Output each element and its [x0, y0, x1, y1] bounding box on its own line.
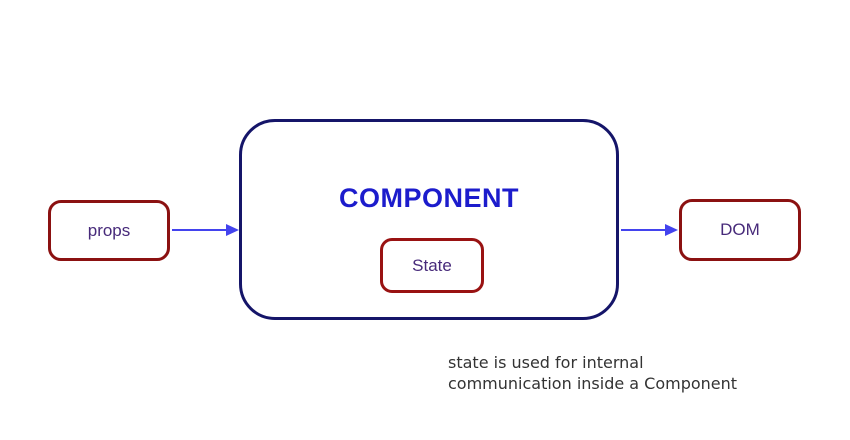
- props-node: props: [48, 200, 170, 261]
- caption-line-2: communication inside a Component: [448, 374, 738, 393]
- caption-line-1: state is used for internal: [448, 353, 644, 372]
- arrow-line: [172, 229, 226, 231]
- dom-node: DOM: [679, 199, 801, 261]
- component-to-dom-arrow: [621, 223, 678, 237]
- arrow-line: [621, 229, 665, 231]
- props-to-component-arrow: [172, 223, 239, 237]
- component-node-label: COMPONENT: [339, 183, 519, 213]
- dom-node-label: DOM: [720, 220, 760, 239]
- state-node-label: State: [412, 255, 452, 275]
- diagram-caption: state is used for internal communication…: [448, 352, 737, 394]
- props-node-label: props: [87, 220, 131, 240]
- arrow-head-icon: [226, 224, 239, 236]
- component-node: COMPONENT State: [239, 119, 619, 320]
- arrow-head-icon: [665, 224, 678, 236]
- state-node: State: [380, 238, 484, 293]
